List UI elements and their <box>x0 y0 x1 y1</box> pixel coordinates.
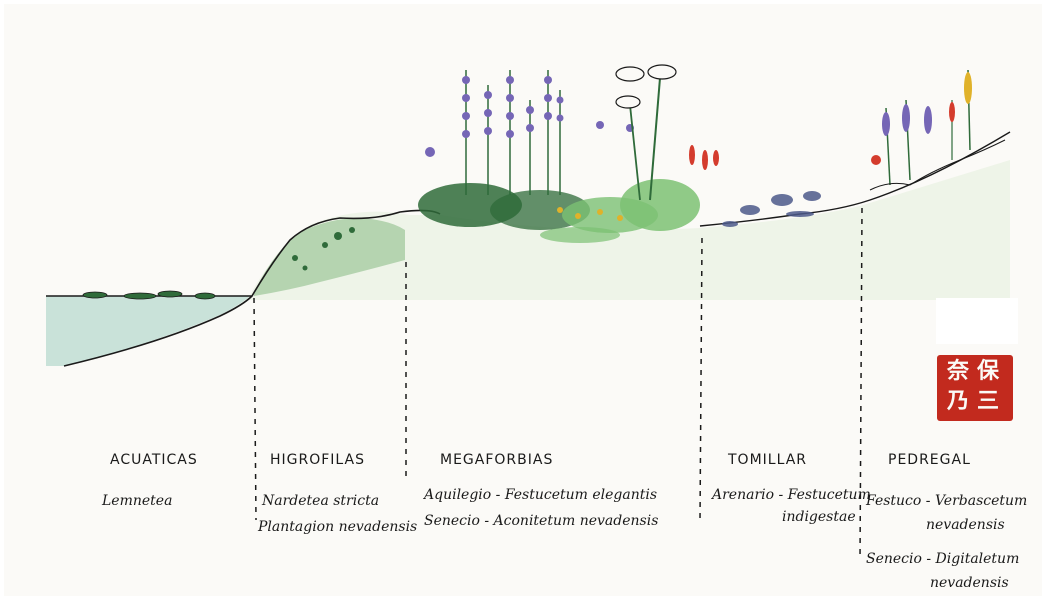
higrofilas-line-1: Nardetea stricta <box>262 490 379 512</box>
seal-char-3: 奈 <box>947 359 969 383</box>
zone-title-tomillar: TOMILLAR <box>728 452 807 468</box>
zone-title-acuaticas: ACUATICAS <box>110 452 198 468</box>
megaforbias-line-2: Senecio - Aconitetum nevadensis <box>424 510 658 532</box>
seal-char-4: 乃 <box>947 389 969 413</box>
artist-seal-stamp: 保 三 奈 乃 <box>937 355 1013 421</box>
zone-title-higrofilas: HIGROFILAS <box>270 452 365 468</box>
higrofilas-line-2: Plantagion nevadensis <box>258 516 417 538</box>
tomillar-line-2: indigestae <box>782 506 856 528</box>
digitalis-spike-icon <box>882 100 932 185</box>
seal-char-1: 保 <box>977 359 999 383</box>
seal-char-2: 三 <box>977 389 999 413</box>
zone-title-megaforbias: MEGAFORBIAS <box>440 452 553 468</box>
pedregal-line-1: Festuco - Verbascetum <box>866 490 1027 512</box>
red-spike-flowers <box>689 145 719 170</box>
megaforbias-line-1: Aquilegio - Festucetum elegantis <box>424 484 657 506</box>
zone-title-pedregal: PEDREGAL <box>888 452 971 468</box>
tomillar-line-1: Arenario - Festucetum <box>712 484 871 506</box>
verbascum-spike-icon <box>949 70 972 160</box>
acuaticas-line-1: Lemnetea <box>102 490 172 512</box>
terrain-fill <box>40 160 1010 300</box>
pedregal-line-3: Senecio - Digitaletum <box>866 548 1019 570</box>
water-body <box>46 296 250 366</box>
divider-acuaticas-higrofilas <box>254 298 256 520</box>
red-flower <box>871 155 881 165</box>
pedregal-line-2: nevadensis <box>926 514 1005 536</box>
blank-paper-patch <box>936 298 1018 344</box>
pedregal-line-4: nevadensis <box>930 572 1009 594</box>
